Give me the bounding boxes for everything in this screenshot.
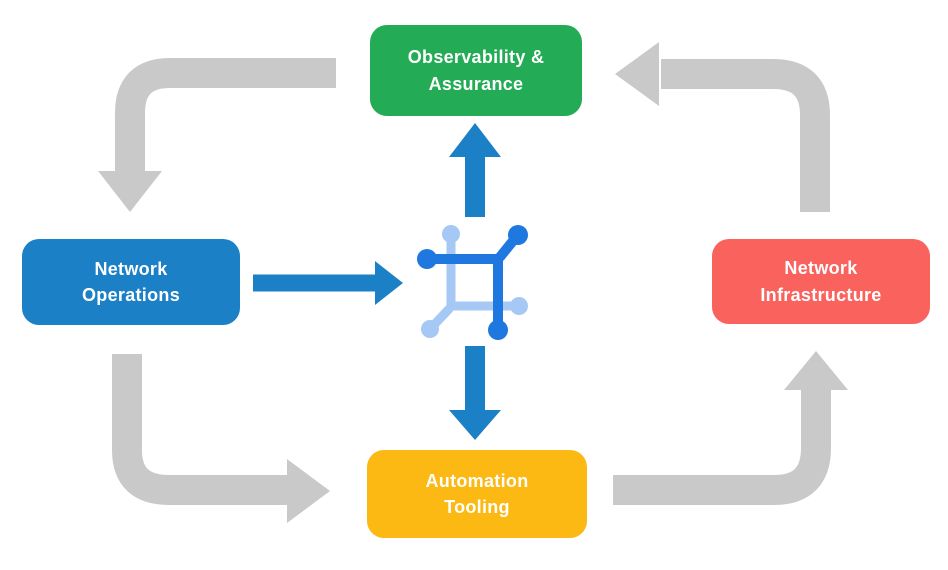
network-automation-icon: [417, 225, 528, 340]
node-network-infrastructure: Network Infrastructure: [712, 239, 930, 324]
node-label-line1: Network: [784, 258, 858, 279]
node-label-line2: Operations: [81, 285, 181, 305]
node-observability-assurance: Observability & Assurance: [370, 25, 582, 116]
icon-node-bottom: [488, 320, 508, 340]
node-label: Observability & Assurance: [408, 44, 545, 96]
arrowhead-up-icon: [784, 351, 848, 390]
icon-node-bottom-left: [421, 320, 439, 338]
arrow-infrastructure-to-observability: [615, 42, 830, 212]
arrow-shaft: [661, 59, 830, 212]
node-label: Network Infrastructure: [760, 255, 881, 307]
arrow-operations-to-automation: [112, 354, 330, 523]
arrowhead-down-icon: [98, 171, 162, 212]
node-label-line1: Network: [94, 258, 168, 279]
icon-node-left: [417, 249, 437, 269]
arrow-automation-to-infrastructure: [613, 351, 848, 505]
arrow-center-to-automation: [449, 346, 501, 440]
arrow-observability-to-operations: [98, 58, 336, 212]
arrow-shaft: [613, 388, 831, 505]
arrowhead-right-icon: [287, 459, 330, 523]
node-label-line2: Infrastructure: [760, 284, 882, 305]
arrow-shaft: [115, 58, 336, 173]
arrow-center-to-observability: [449, 123, 501, 217]
icon-node-top-right: [508, 225, 528, 245]
node-label: Automation Tooling: [426, 468, 529, 520]
arrowhead-right-icon: [375, 261, 403, 305]
node-label-line2: Assurance: [428, 73, 524, 94]
arrow-operations-to-center: [253, 261, 403, 305]
node-label-line2: Tooling: [444, 497, 510, 517]
arrow-shaft: [112, 354, 289, 505]
node-label: Network Operations: [82, 256, 180, 308]
node-automation-tooling: Automation Tooling: [367, 450, 587, 538]
arrowhead-left-icon: [615, 42, 659, 106]
node-label-line1: Observability &: [407, 47, 545, 68]
node-label-line1: Automation: [425, 470, 529, 491]
node-network-operations: Network Operations: [22, 239, 240, 325]
arrowhead-up-icon: [449, 123, 501, 157]
arrowhead-down-icon: [449, 410, 501, 440]
icon-node-right: [510, 297, 528, 315]
icon-node-top: [442, 225, 460, 243]
icon-dark-layer: [417, 225, 528, 340]
